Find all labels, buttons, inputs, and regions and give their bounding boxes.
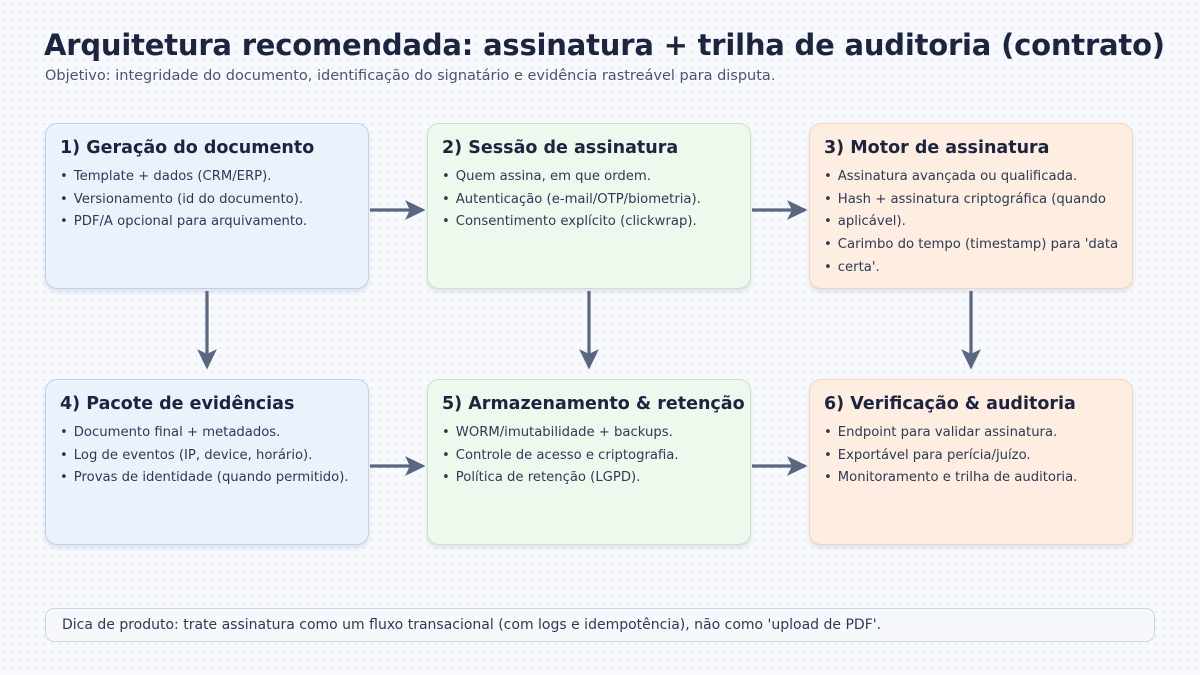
node-1-bullet-2: Versionamento (id do documento).: [60, 189, 354, 212]
node-1-geracao-do-documento[interactable]: 1) Geração do documento Template + dados…: [45, 123, 369, 289]
node-5-bullet-3: Política de retenção (LGPD).: [442, 467, 736, 490]
node-6-bullet-3: Monitoramento e trilha de auditoria.: [824, 467, 1118, 490]
node-3-bullet-2: Hash + assinatura criptográfica (quando: [824, 189, 1118, 212]
node-1-bullet-1: Template + dados (CRM/ERP).: [60, 166, 354, 189]
node-3-title: 3) Motor de assinatura: [824, 138, 1050, 158]
node-6-bullets: Endpoint para validar assinatura. Export…: [824, 422, 1118, 490]
node-3-bullet-4: Carimbo do tempo (timestamp) para 'data: [824, 234, 1118, 257]
node-2-bullet-2: Autenticação (e-mail/OTP/biometria).: [442, 189, 736, 212]
node-2-title: 2) Sessão de assinatura: [442, 138, 679, 158]
node-4-bullet-3: Provas de identidade (quando permitido).: [60, 467, 354, 490]
node-4-bullets: Documento final + metadados. Log de even…: [60, 422, 354, 490]
node-2-sessao-de-assinatura[interactable]: 2) Sessão de assinatura Quem assina, em …: [427, 123, 751, 289]
footer-note: Dica de produto: trate assinatura como u…: [45, 608, 1155, 642]
node-5-bullet-1: WORM/imutabilidade + backups.: [442, 422, 736, 445]
node-6-bullet-2: Exportável para perícia/juízo.: [824, 445, 1118, 468]
node-3-bullet-5: certa'.: [824, 257, 1118, 280]
node-3-bullets: Assinatura avançada ou qualificada. Hash…: [824, 166, 1118, 280]
node-4-title: 4) Pacote de evidências: [60, 394, 295, 414]
node-1-bullet-3: PDF/A opcional para arquivamento.: [60, 211, 354, 234]
node-5-title: 5) Armazenamento & retenção: [442, 394, 745, 414]
node-6-verificacao-e-auditoria[interactable]: 6) Verificação & auditoria Endpoint para…: [809, 379, 1133, 545]
page-subtitle: Objetivo: integridade do documento, iden…: [45, 68, 776, 84]
node-5-bullet-2: Controle de acesso e criptografia.: [442, 445, 736, 468]
node-1-title: 1) Geração do documento: [60, 138, 315, 158]
node-3-motor-de-assinatura[interactable]: 3) Motor de assinatura Assinatura avança…: [809, 123, 1133, 289]
footer-note-text: Dica de produto: trate assinatura como u…: [62, 617, 882, 633]
node-6-bullet-1: Endpoint para validar assinatura.: [824, 422, 1118, 445]
node-4-pacote-de-evidencias[interactable]: 4) Pacote de evidências Documento final …: [45, 379, 369, 545]
node-6-title: 6) Verificação & auditoria: [824, 394, 1076, 414]
node-3-bullet-1: Assinatura avançada ou qualificada.: [824, 166, 1118, 189]
page-title: Arquitetura recomendada: assinatura + tr…: [44, 28, 1165, 62]
node-5-bullets: WORM/imutabilidade + backups. Controle d…: [442, 422, 736, 490]
node-2-bullets: Quem assina, em que ordem. Autenticação …: [442, 166, 736, 234]
node-3-bullet-3: aplicável).: [824, 211, 1118, 234]
node-2-bullet-3: Consentimento explícito (clickwrap).: [442, 211, 736, 234]
node-2-bullet-1: Quem assina, em que ordem.: [442, 166, 736, 189]
node-5-armazenamento-e-retencao[interactable]: 5) Armazenamento & retenção WORM/imutabi…: [427, 379, 751, 545]
node-4-bullet-1: Documento final + metadados.: [60, 422, 354, 445]
node-4-bullet-2: Log de eventos (IP, device, horário).: [60, 445, 354, 468]
node-1-bullets: Template + dados (CRM/ERP). Versionament…: [60, 166, 354, 234]
